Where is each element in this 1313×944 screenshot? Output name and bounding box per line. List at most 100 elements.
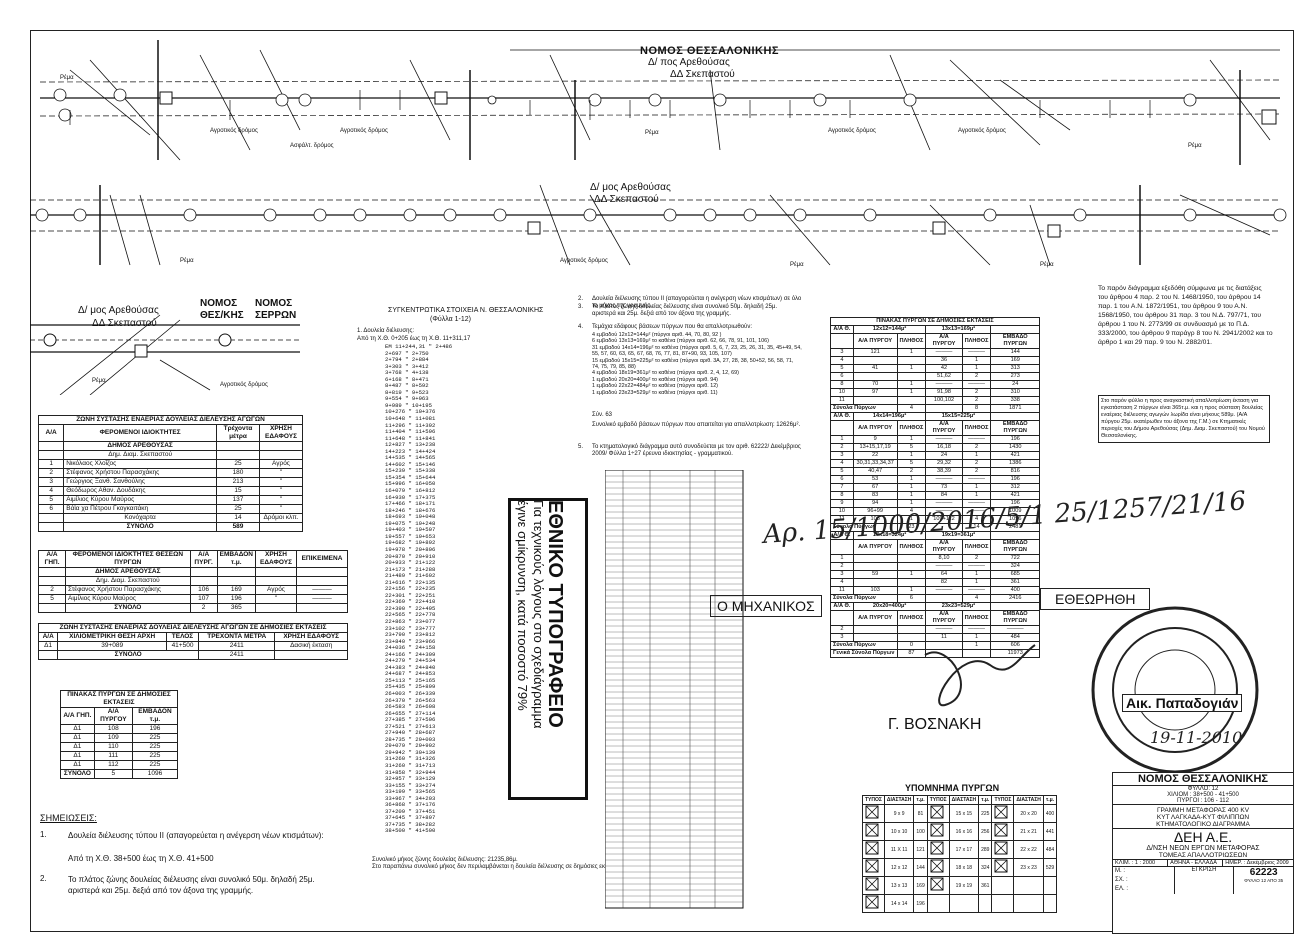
title-m: Μ. : [1115,868,1125,874]
cell: 1 [961,356,992,365]
table1-header: Α/Α [37,424,65,442]
summary-item1: 1. Δουλεία διέλευσης: [357,328,415,334]
cell: 84 [925,491,963,500]
legend-cell: 16 x 16 [948,822,980,841]
legend-cell: 361 [978,876,993,895]
cell: 4 [830,459,854,468]
cell [896,396,927,405]
cell: 22 [852,451,898,460]
cell: 2 [961,396,992,405]
right-table-subheader: Α/Α ΠΥΡΓΟΥ [852,420,898,436]
cell: 1 [896,499,927,508]
cell: Δρόμοι κλπ. [259,513,303,523]
title-line1: ΓΡΑΜΜΗ ΜΕΤΑΦΟΡΑΣ 400 KV [1156,807,1250,814]
small-map-agrotikos: Αγροτικός δρόμος [220,382,268,388]
center-p3-num: 3. [578,304,584,310]
cell: 1 [896,570,927,579]
table2-header: Α/Α ΠΥΡΓ. [189,550,218,568]
summary-range-row: 19+978 " 20+806 [385,545,436,553]
cell [896,625,927,634]
center-p4b: Συνολικό εμβαδό βάσεων πύργων που απαιτε… [592,422,801,428]
cell: 313 [990,364,1040,373]
cell: " [259,504,303,514]
cell: 225 [131,760,179,770]
legend-cell: 21 x 21 [1013,822,1044,841]
summary-range-row: 11+404 " 11+596 [385,428,436,436]
signer-name-1: Γ. ΒΟΣΝΑΚΗ [888,716,982,733]
tower-type-icon [926,804,950,823]
cell: 91,98 [925,388,963,397]
title-line2: ΚΥΤ ΛΑΓΚΑΔΑ-ΚΥΤ ΦΙΛΙΠΠΩΝ [1156,814,1250,821]
summary-range-row: 31+260 " 31+326 [385,755,436,763]
right-table-subheader: ΠΛΗΘΟΣ [961,420,992,436]
summary-range-row: 21+616 " 22+135 [385,578,436,586]
table2-total-label: ΣΥΝΟΛΟ [65,603,191,613]
cell: 36 [925,356,963,365]
legend-cell: 289 [978,840,993,859]
tower-base-row: 1 εμβαδού 22x22=484μ² το καθένα (πύργοι … [592,383,718,390]
cell: ——— [961,380,992,389]
cell [852,396,898,405]
cell: Θεόδωρος Αθαν. Δουδάκης [63,486,217,496]
right-table-subheader: ΠΛΗΘΟΣ [961,610,992,626]
cell: 13+15,17,19 [852,443,898,452]
cell: 7 [830,483,854,492]
table2-header: ΕΜΒΑΔΟΝ τ.μ. [216,550,257,568]
signed-date: 19-11-2010 [1150,728,1243,747]
tower-base-row: 1 εμβαδού 23x23=529μ² το καθένα (πύργοι … [592,389,718,396]
cell: 169 [990,356,1040,365]
cell: 4 [37,486,65,496]
legend-cell: 121 [913,840,928,859]
summary-range-row: 27+940 " 28+687 [385,729,436,737]
cell: ——— [925,475,963,484]
legend-cell: 441 [1042,822,1058,841]
cell: 112 [93,760,133,770]
cell [896,372,927,381]
easement-owners-table: ΖΩΝΗ ΣΥΣΤΑΣΗΣ ΕΝΑΕΡΙΑΣ ΔΟΥΛΕΙΑΣ ΔΙΕΛΕΥΣΗ… [37,415,303,532]
title-section: ΤΟΜΕΑΣ ΑΠΑΛΛΟΤΡΙΩΣΕΩΝ [1113,852,1293,860]
right-table-subheader: Α/Α ΠΥΡΓΟΥ [925,610,963,626]
mid-rema-1: Ρέμα [180,258,194,264]
right-table-subheader: Α/Α ΠΥΡΓΟΥ [925,333,963,349]
cell: 25 [216,459,260,469]
cell: 310 [990,388,1040,397]
cell: 1386 [990,459,1040,468]
cell: 2 [961,388,992,397]
cell: 1 [830,554,854,563]
cell: 2411 [198,641,276,651]
cell: 1 [961,570,992,579]
title-company: ΔΕΗ Α.Ε. [1173,829,1233,845]
summary-range-row: 15+239 " 15+338 [385,467,436,475]
cell: 121 [852,348,898,357]
table3-header: ΧΡΗΣΗ ΕΔΑΦΟΥΣ [274,632,348,642]
right-table-subheader: ΕΜΒΑΔΟ ΠΥΡΓΩΝ [990,539,1040,555]
title-place: ΑΘΗΝΑ - ΕΛΛΑΔΑ [1168,860,1224,866]
approved-stamp: ΕΘΕΩΡΗΘΗ [1040,588,1151,610]
top-strip-community: ΔΔ Σκεπαστού [670,69,735,80]
cell: ——— [925,586,963,595]
cell: 2 [830,625,854,634]
center-p2-num: 2. [578,296,584,302]
cell: Γεώργιος Ξανθ. Σανθούλης [63,477,217,487]
cell: 100,102 [925,396,963,405]
title-xiliom: ΧΙΛΙΟΜ : 38+500 - 41+500 [1167,792,1239,798]
table4-header: Α/Α ΠΥΡΓΟΥ [93,707,133,725]
drawing-frame [30,30,1294,932]
summary-range-row: 38+500 " 41+500 [385,827,436,835]
right-table-subheader: ΠΛΗΘΟΣ [896,539,927,555]
cell: 3 [830,633,854,642]
summary-range-row: 23+790 " 23+812 [385,631,436,639]
table4-title: ΠΙΝΑΚΑΣ ΠΥΡΓΩΝ ΣΕ ΔΗΜΟΣΙΕΣ ΕΚΤΑΣΕΙΣ [60,690,178,708]
legend-cell: 10 x 10 [883,822,915,841]
table2-group: ΔΗΜΟΣ ΑΡΕΘΟΥΣΑΣ [65,567,191,577]
cell: 273 [990,372,1040,381]
